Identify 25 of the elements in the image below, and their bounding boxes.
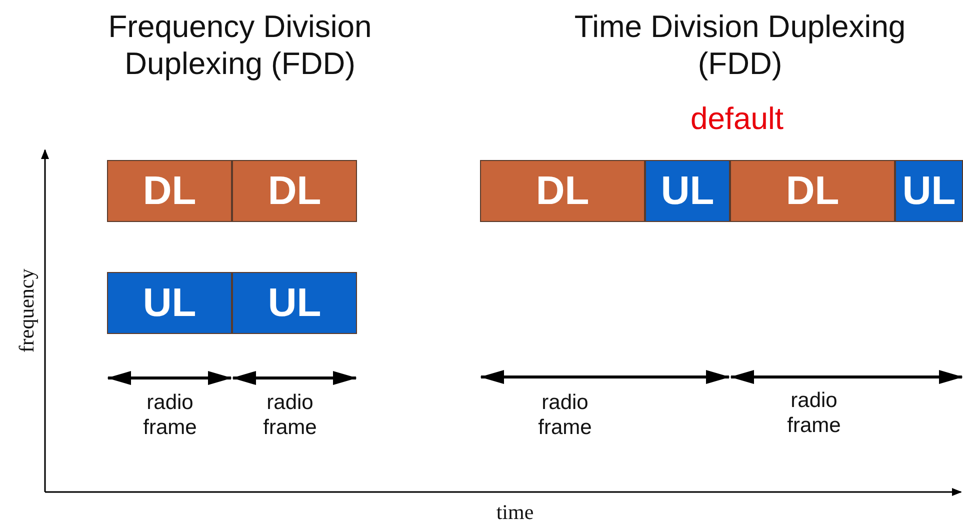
default-note: default [689, 100, 785, 138]
block-label: UL [660, 168, 714, 214]
section-heading: Time Division Duplexing (FDD) [573, 8, 907, 82]
frame-block [107, 272, 232, 334]
axis-label: time [495, 500, 535, 526]
frame-block [107, 160, 232, 222]
block-label: DL [268, 168, 322, 214]
block-label: UL [902, 168, 956, 214]
frame-label: radio frame [142, 390, 198, 440]
frame-block [730, 160, 895, 222]
frame-block [232, 160, 357, 222]
frame-label: radio frame [537, 390, 593, 440]
frame-block [480, 160, 645, 222]
block-label: DL [536, 168, 590, 214]
block-label: DL [786, 168, 840, 214]
frame-label: radio frame [262, 390, 318, 440]
frame-label: radio frame [786, 388, 842, 438]
section-heading: Frequency Division Duplexing (FDD) [107, 8, 373, 82]
axis-label: frequency [14, 268, 40, 355]
frame-block [645, 160, 730, 222]
frame-block [232, 272, 357, 334]
block-label: UL [268, 280, 322, 326]
frame-block [895, 160, 963, 222]
block-label: UL [142, 280, 196, 326]
block-label: DL [142, 168, 196, 214]
